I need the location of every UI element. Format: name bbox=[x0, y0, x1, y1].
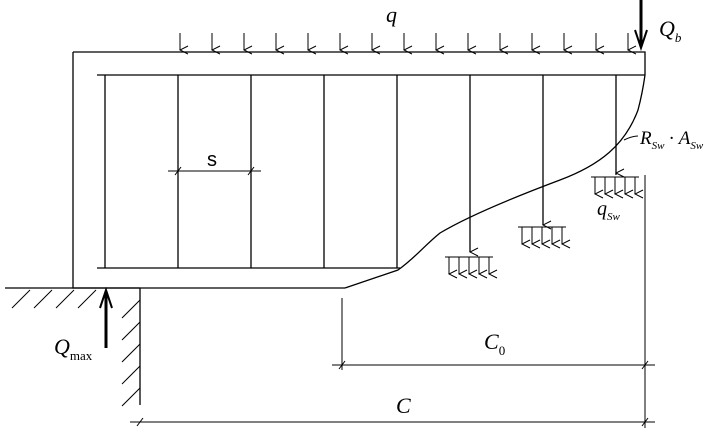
concentrated-load-qb-arrow bbox=[634, 0, 648, 52]
label-qmax: Qmax bbox=[54, 334, 93, 363]
qsw-load-groups bbox=[445, 176, 639, 274]
distributed-load-q-arrows bbox=[180, 33, 628, 50]
label-s: s bbox=[207, 149, 217, 171]
dimension-lines bbox=[130, 175, 655, 428]
support bbox=[5, 287, 141, 407]
leader-ra bbox=[623, 135, 639, 141]
label-c: C bbox=[396, 393, 411, 418]
label-ra: RSw·ASw bbox=[639, 128, 704, 152]
label-c0: C0 bbox=[484, 329, 505, 358]
label-q: q bbox=[386, 2, 397, 27]
inclined-crack bbox=[344, 74, 646, 289]
reaction-qmax-arrow bbox=[99, 286, 113, 348]
reinforcement bbox=[97, 74, 645, 269]
stirrup-force-arrows bbox=[470, 150, 616, 252]
beam-outline bbox=[72, 51, 646, 289]
label-qsw: qSw bbox=[597, 198, 621, 223]
label-qb: Qb bbox=[659, 16, 682, 45]
spacing-dimension-s bbox=[168, 166, 261, 176]
